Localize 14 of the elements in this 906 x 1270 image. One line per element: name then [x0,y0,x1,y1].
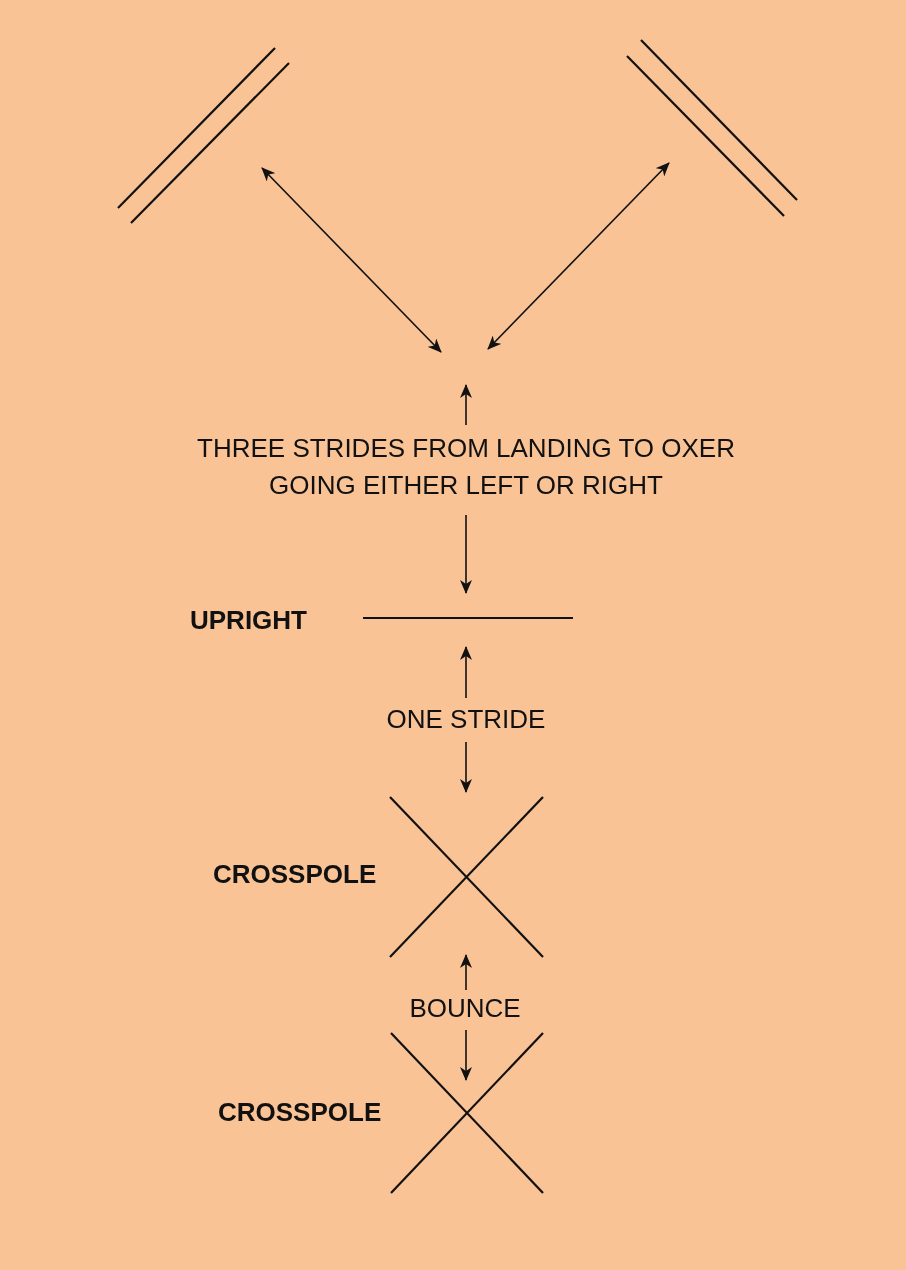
distance-arrow [487,162,670,350]
distance-arrow [261,167,442,353]
distance-arrow [460,741,472,793]
distance-arrow [460,514,472,594]
fence-label: CROSSPOLE [218,1097,382,1128]
distance-label: THREE STRIDES FROM LANDING TO OXER GOING EITHER LEFT OR RIGHT [196,432,736,502]
fence-label: UPRIGHT [190,605,307,636]
distance-label: BOUNCE [408,992,522,1025]
distance-arrow [460,646,472,699]
distance-arrow [460,384,472,426]
distance-arrow [460,954,472,991]
distance-arrow [460,1029,472,1081]
distance-label: ONE STRIDE [385,703,547,736]
fence-label: CROSSPOLE [213,859,377,890]
